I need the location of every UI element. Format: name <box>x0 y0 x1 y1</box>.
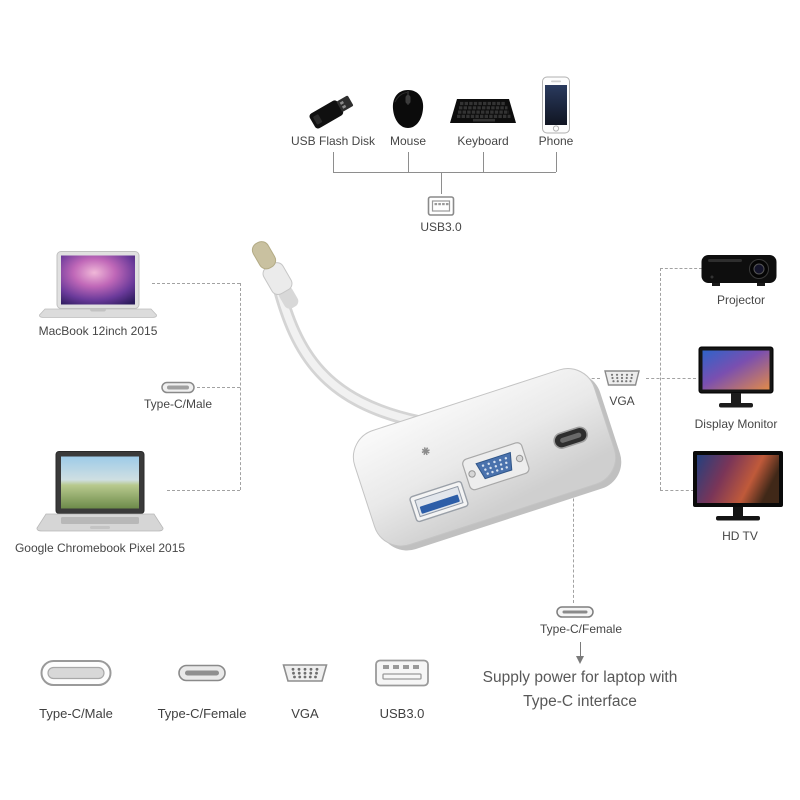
hub-logo <box>421 447 430 456</box>
macbook-icon <box>38 250 158 320</box>
connector-line <box>333 152 334 172</box>
keyboard-icon <box>448 96 518 128</box>
typec-male-icon <box>40 659 112 687</box>
usb-flash-disk-label: USB Flash Disk <box>290 134 376 148</box>
down-arrow-icon <box>580 642 581 657</box>
connector-line <box>573 468 574 603</box>
connector-line <box>152 283 240 284</box>
vga-port-icon <box>279 659 331 687</box>
connector-line <box>660 268 702 269</box>
connector-line <box>408 152 409 172</box>
usb3-port-label: USB3.0 <box>420 220 462 234</box>
power-note-text: Supply power for laptop with Type-C inte… <box>482 669 678 711</box>
typec-male-label: Type-C/Male <box>143 397 213 411</box>
usb3-port-icon <box>427 194 455 218</box>
legend-usb3-label: USB3.0 <box>379 706 425 721</box>
macbook-label: MacBook 12inch 2015 <box>38 324 158 338</box>
connector-line <box>483 152 484 172</box>
vga-port-label: VGA <box>609 394 635 408</box>
keyboard-label: Keyboard <box>457 134 509 148</box>
typec-female-label: Type-C/Female <box>539 622 623 636</box>
projector-icon <box>700 246 778 292</box>
usb3-port-icon <box>374 658 430 688</box>
monitor-icon <box>698 346 774 412</box>
connector-line <box>333 172 556 173</box>
typec-male-icon <box>161 381 195 394</box>
chromebook-icon <box>35 450 165 538</box>
down-arrow-head-icon <box>576 656 584 664</box>
phone-icon <box>541 76 571 134</box>
projector-label: Projector <box>716 293 766 307</box>
connector-line <box>660 490 694 491</box>
connector-line <box>441 172 442 194</box>
monitor-label: Display Monitor <box>694 417 778 431</box>
connector-line <box>240 283 241 490</box>
connector-line <box>646 378 696 379</box>
mouse-icon <box>385 86 431 132</box>
connector-line <box>660 268 661 490</box>
vga-port-icon <box>600 364 644 392</box>
phone-label: Phone <box>538 134 574 148</box>
connector-line <box>167 490 240 491</box>
usb-flash-disk-icon <box>303 86 363 134</box>
legend-typec-male-label: Type-C/Male <box>39 706 113 721</box>
chromebook-label: Google Chromebook Pixel 2015 <box>14 541 186 555</box>
hdtv-label: HD TV <box>722 529 758 543</box>
usbc-hub-adapter <box>230 232 650 562</box>
mouse-label: Mouse <box>389 134 427 148</box>
legend-vga-label: VGA <box>291 706 319 721</box>
hdtv-icon <box>692 450 784 528</box>
connector-line <box>556 152 557 172</box>
legend-typec-female-label: Type-C/Female <box>157 706 247 721</box>
typec-female-icon <box>178 664 226 682</box>
typec-female-icon <box>556 605 594 619</box>
connector-line <box>197 387 240 388</box>
